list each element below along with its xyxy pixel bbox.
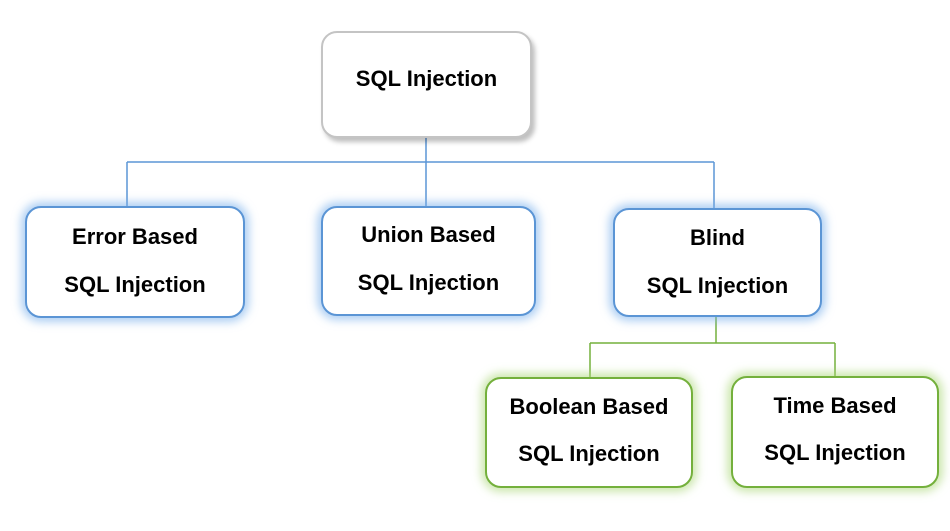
node-error-based-line2: SQL Injection — [64, 272, 206, 297]
node-blind: Blind SQL Injection — [613, 208, 822, 317]
node-boolean-based-line2: SQL Injection — [518, 441, 660, 466]
node-union-based: Union Based SQL Injection — [321, 206, 536, 316]
node-time-based-line1: Time Based — [773, 393, 897, 418]
node-union-based-line1: Union Based — [361, 222, 496, 247]
root-node-label: SQL Injection — [355, 66, 498, 91]
root-node-sql-injection: SQL Injection — [321, 31, 532, 138]
node-error-based-line1: Error Based — [72, 224, 198, 249]
node-boolean-based: Boolean Based SQL Injection — [485, 377, 693, 488]
node-blind-line2: SQL Injection — [646, 273, 789, 298]
node-error-based: Error Based SQL Injection — [25, 206, 245, 318]
node-time-based: Time Based SQL Injection — [731, 376, 939, 488]
node-time-based-line2: SQL Injection — [764, 440, 906, 465]
node-union-based-line2: SQL Injection — [357, 270, 500, 295]
node-boolean-based-line1: Boolean Based — [509, 394, 669, 419]
node-blind-line1: Blind — [690, 225, 745, 250]
